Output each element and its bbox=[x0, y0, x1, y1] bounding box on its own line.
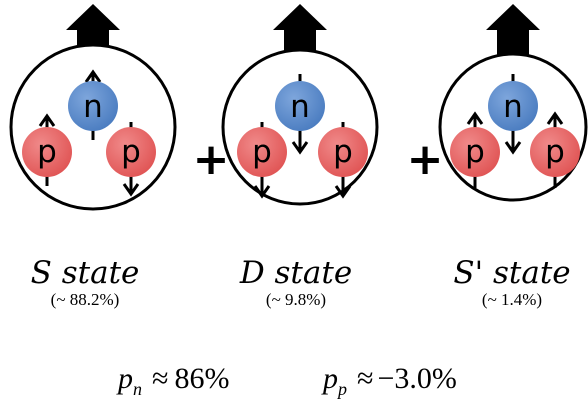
spin-arrowhead-icon bbox=[504, 141, 522, 155]
proton-polarization-formula: pp ≈−3.0% bbox=[321, 362, 457, 399]
proton-ball bbox=[237, 127, 287, 177]
spin-arrowhead-icon bbox=[291, 141, 309, 155]
spin-arrowhead-icon bbox=[334, 185, 352, 199]
neutron: n bbox=[275, 74, 325, 155]
proton-label: p bbox=[37, 134, 57, 170]
formula-subscript: p bbox=[336, 379, 347, 399]
neutron-polarization-formula: pn ≈86% bbox=[116, 362, 229, 399]
neutron: n bbox=[68, 69, 118, 140]
spin-arrowhead-icon bbox=[546, 111, 564, 125]
proton-ball bbox=[530, 127, 580, 177]
neutron-ball bbox=[68, 81, 118, 131]
neutron: n bbox=[488, 74, 538, 155]
state-percent: (~ 1.4%) bbox=[482, 290, 542, 309]
state-name: D state bbox=[239, 255, 352, 291]
neutron-ball bbox=[275, 81, 325, 131]
formula-symbol: p bbox=[116, 362, 133, 395]
proton-right: p bbox=[106, 122, 156, 197]
spin-arrowhead-icon bbox=[122, 183, 140, 197]
state-d: n p p D state (~ 9.8%) bbox=[221, 4, 379, 309]
total-spin-up-arrow-icon bbox=[273, 4, 327, 60]
state-percent: (~ 88.2%) bbox=[51, 290, 120, 309]
neutron-label: n bbox=[290, 89, 310, 125]
spin-arrowhead-icon bbox=[253, 185, 271, 199]
neutron-label: n bbox=[503, 89, 523, 125]
proton-label: p bbox=[252, 134, 272, 170]
spin-arrowhead-icon bbox=[84, 69, 102, 83]
proton-left: p bbox=[22, 113, 72, 186]
state-percent: (~ 9.8%) bbox=[266, 290, 326, 309]
spin-arrowhead-icon bbox=[38, 113, 56, 127]
spin-arrowhead-icon bbox=[466, 111, 484, 125]
formula-relation: ≈ bbox=[152, 362, 168, 395]
proton-ball bbox=[450, 127, 500, 177]
neutron-label: n bbox=[83, 89, 103, 125]
proton-label: p bbox=[121, 134, 141, 170]
formula-value: −3.0% bbox=[377, 362, 456, 395]
proton-left: p bbox=[450, 111, 500, 188]
proton-ball bbox=[318, 127, 368, 177]
proton-label: p bbox=[545, 134, 565, 170]
formula-relation: ≈ bbox=[357, 362, 373, 395]
neutron-ball bbox=[488, 81, 538, 131]
formula-value: 86% bbox=[174, 362, 229, 395]
state-name: S state bbox=[31, 255, 140, 291]
total-spin-up-arrow-icon bbox=[486, 4, 540, 60]
proton-ball bbox=[106, 127, 156, 177]
plus-sign: + bbox=[407, 134, 444, 185]
proton-label: p bbox=[465, 134, 485, 170]
proton-right: p bbox=[530, 111, 580, 188]
formula-subscript: n bbox=[133, 379, 142, 399]
state-s-prime: n p p S' state (~ 1.4%) bbox=[438, 4, 588, 309]
formula-symbol: p bbox=[321, 362, 338, 395]
proton-ball bbox=[22, 127, 72, 177]
state-name: S' state bbox=[453, 255, 570, 291]
proton-left: p bbox=[237, 122, 287, 199]
proton-right: p bbox=[318, 122, 368, 199]
state-s: n p p S state (~ 88.2%) bbox=[9, 4, 177, 309]
proton-label: p bbox=[333, 134, 353, 170]
